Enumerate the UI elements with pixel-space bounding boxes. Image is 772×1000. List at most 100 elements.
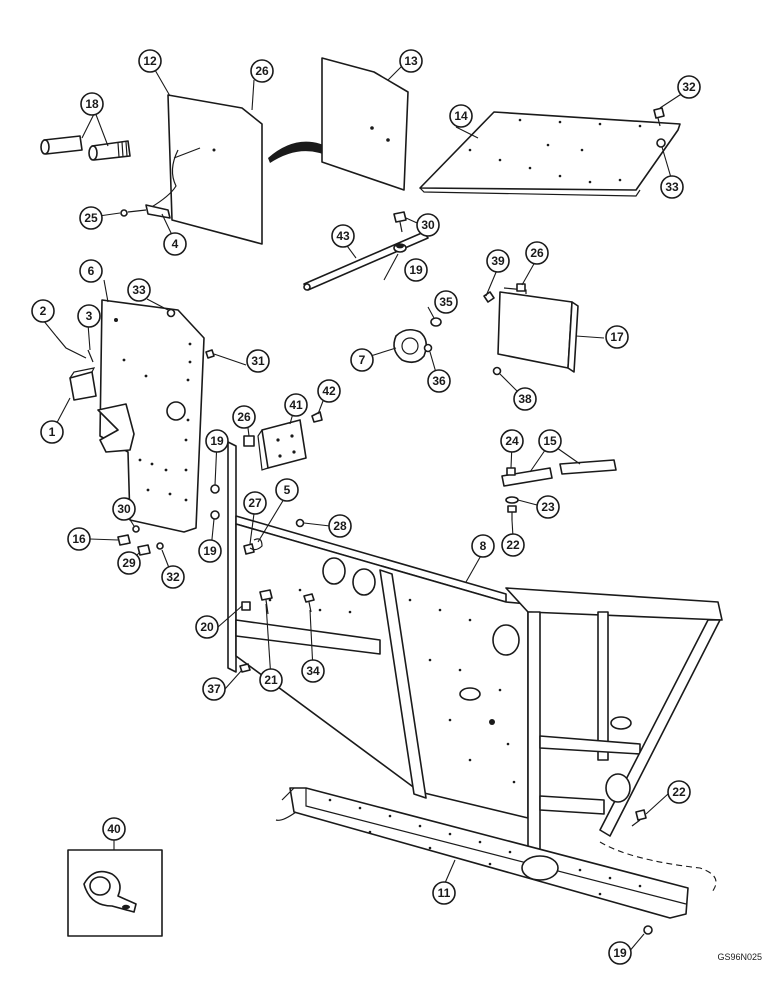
- callout-28[interactable]: 28: [328, 514, 352, 538]
- svg-text:38: 38: [518, 392, 532, 406]
- svg-text:22: 22: [672, 785, 686, 799]
- part-panel-13: [321, 57, 409, 191]
- svg-text:22: 22: [506, 538, 520, 552]
- svg-text:37: 37: [207, 682, 221, 696]
- part-nut-28: [295, 518, 305, 528]
- callout-34[interactable]: 34: [301, 659, 325, 683]
- callout-5[interactable]: 5: [275, 478, 299, 502]
- callout-19[interactable]: 19: [404, 258, 428, 282]
- callout-30[interactable]: 30: [416, 213, 440, 237]
- inset-clamp-detail: [67, 849, 163, 937]
- callout-31[interactable]: 30: [112, 497, 136, 521]
- callout-36[interactable]: 36: [427, 369, 451, 393]
- part-block: [69, 367, 97, 401]
- svg-text:15: 15: [543, 434, 557, 448]
- callout-21[interactable]: 21: [259, 668, 283, 692]
- svg-text:19: 19: [409, 263, 423, 277]
- callout-17[interactable]: 17: [605, 325, 629, 349]
- part-grommet-19-lower: [210, 510, 220, 520]
- svg-text:3: 3: [86, 309, 93, 323]
- callout-4[interactable]: 4: [163, 232, 187, 256]
- callout-22[interactable]: 22: [501, 533, 525, 557]
- part-cover-plate: [497, 287, 579, 373]
- callout-26[interactable]: 26: [232, 405, 256, 429]
- svg-text:23: 23: [541, 500, 555, 514]
- svg-text:26: 26: [255, 64, 269, 78]
- part-plate-bracket: [257, 419, 307, 471]
- callout-19[interactable]: 19: [205, 429, 229, 453]
- callout-7[interactable]: 7: [350, 348, 374, 372]
- svg-text:36: 36: [432, 374, 446, 388]
- callout-37[interactable]: 37: [202, 677, 226, 701]
- callout-39[interactable]: 39: [486, 249, 510, 273]
- svg-text:30: 30: [421, 218, 435, 232]
- part-screw-42: [311, 411, 323, 423]
- callout-41[interactable]: 41: [284, 393, 308, 417]
- callout-38[interactable]: 38: [513, 387, 537, 411]
- callout-19[interactable]: 19: [198, 539, 222, 563]
- callout-20[interactable]: 20: [195, 615, 219, 639]
- callout-19[interactable]: 19: [608, 941, 632, 965]
- callout-3[interactable]: 3: [77, 304, 101, 328]
- svg-text:27: 27: [248, 496, 262, 510]
- part-pipes: [40, 135, 131, 161]
- part-screw-39: [483, 291, 495, 303]
- part-nut-36: [423, 343, 433, 353]
- part-screw-27: [243, 543, 255, 555]
- callout-43[interactable]: 43: [331, 224, 355, 248]
- svg-text:39: 39: [491, 254, 505, 268]
- callout-35[interactable]: 35: [434, 290, 458, 314]
- callout-33[interactable]: 33: [660, 175, 684, 199]
- part-bolt-16: [117, 534, 131, 546]
- callout-23[interactable]: 23: [536, 495, 560, 519]
- part-nut-33-top: [656, 138, 666, 148]
- callout-26[interactable]: 26: [525, 241, 549, 265]
- svg-text:29: 29: [122, 556, 136, 570]
- svg-text:33: 33: [132, 283, 146, 297]
- callout-29[interactable]: 32: [161, 565, 185, 589]
- svg-text:30: 30: [117, 502, 131, 516]
- callout-18[interactable]: 18: [80, 92, 104, 116]
- callout-33[interactable]: 33: [127, 278, 151, 302]
- svg-text:42: 42: [322, 384, 336, 398]
- callout-26[interactable]: 26: [250, 59, 274, 83]
- callout-11[interactable]: 11: [432, 881, 456, 905]
- callout-30[interactable]: 29: [117, 551, 141, 575]
- svg-text:32: 32: [166, 570, 180, 584]
- callout-40[interactable]: 40: [102, 817, 126, 841]
- part-cotter-pin: [87, 349, 94, 363]
- part-bolt-34: [303, 593, 315, 613]
- callout-16[interactable]: 16: [67, 527, 91, 551]
- svg-text:13: 13: [404, 54, 418, 68]
- callout-2[interactable]: 2: [31, 299, 55, 323]
- callout-15[interactable]: 15: [538, 429, 562, 453]
- callout-14[interactable]: 14: [449, 104, 473, 128]
- callout-32[interactable]: 31: [246, 349, 270, 373]
- svg-text:7: 7: [359, 353, 366, 367]
- callout-12[interactable]: 12: [138, 49, 162, 73]
- svg-text:28: 28: [333, 519, 347, 533]
- callout-6[interactable]: 6: [79, 259, 103, 283]
- part-mount-bracket: [97, 403, 135, 453]
- callout-24[interactable]: 24: [500, 429, 524, 453]
- svg-text:17: 17: [610, 330, 624, 344]
- svg-text:2: 2: [40, 304, 47, 318]
- callout-8[interactable]: 8: [471, 534, 495, 558]
- callout-22[interactable]: 22: [667, 780, 691, 804]
- svg-text:16: 16: [72, 532, 86, 546]
- callout-1[interactable]: 1: [40, 420, 64, 444]
- callout-13[interactable]: 13: [399, 49, 423, 73]
- part-grommet-19-upper: [210, 484, 220, 494]
- svg-text:6: 6: [88, 264, 95, 278]
- assembly-dash-line: [599, 841, 717, 893]
- callout-42[interactable]: 42: [317, 379, 341, 403]
- svg-text:8: 8: [480, 539, 487, 553]
- part-nut-38: [492, 366, 502, 376]
- svg-text:25: 25: [84, 211, 98, 225]
- svg-text:4: 4: [172, 237, 179, 251]
- callout-27[interactable]: 27: [243, 491, 267, 515]
- part-panel-12: [149, 94, 263, 245]
- callout-25[interactable]: 25: [79, 206, 103, 230]
- callout-32[interactable]: 32: [677, 75, 701, 99]
